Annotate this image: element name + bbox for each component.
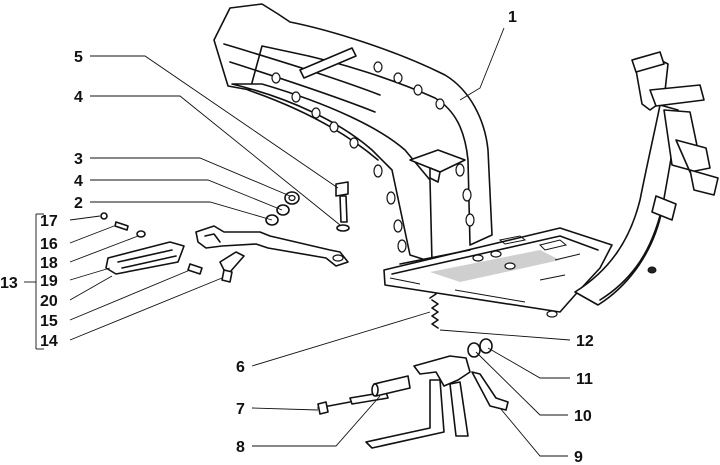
callout-17: 17 [40, 213, 58, 230]
callout-2: 2 [74, 195, 83, 212]
callout-9: 9 [574, 449, 583, 465]
callout-4-lower: 4 [74, 173, 83, 190]
callout-6: 6 [236, 359, 245, 376]
callout-8: 8 [236, 439, 245, 456]
callout-20: 20 [40, 293, 58, 310]
callout-18: 18 [40, 255, 58, 272]
callout-14: 14 [40, 333, 58, 350]
callout-16: 16 [40, 236, 58, 253]
callout-3: 3 [74, 151, 83, 168]
callout-1: 1 [508, 9, 517, 26]
callout-labels: 1 5 4 3 4 2 17 16 18 19 13 20 15 14 6 7 … [0, 9, 594, 465]
callout-15: 15 [40, 313, 58, 330]
center-stand-assembly [317, 293, 509, 449]
callout-13: 13 [0, 275, 18, 292]
callout-7: 7 [236, 401, 245, 418]
scooter-frame [213, 3, 719, 318]
callout-11: 11 [576, 371, 593, 388]
brake-pedal-assembly [100, 181, 350, 283]
callout-10: 10 [574, 408, 592, 425]
callout-19: 19 [40, 273, 58, 290]
callout-12: 12 [576, 333, 594, 350]
leader-lines [24, 27, 571, 457]
callout-5: 5 [74, 49, 83, 66]
callout-4-upper: 4 [74, 89, 83, 106]
